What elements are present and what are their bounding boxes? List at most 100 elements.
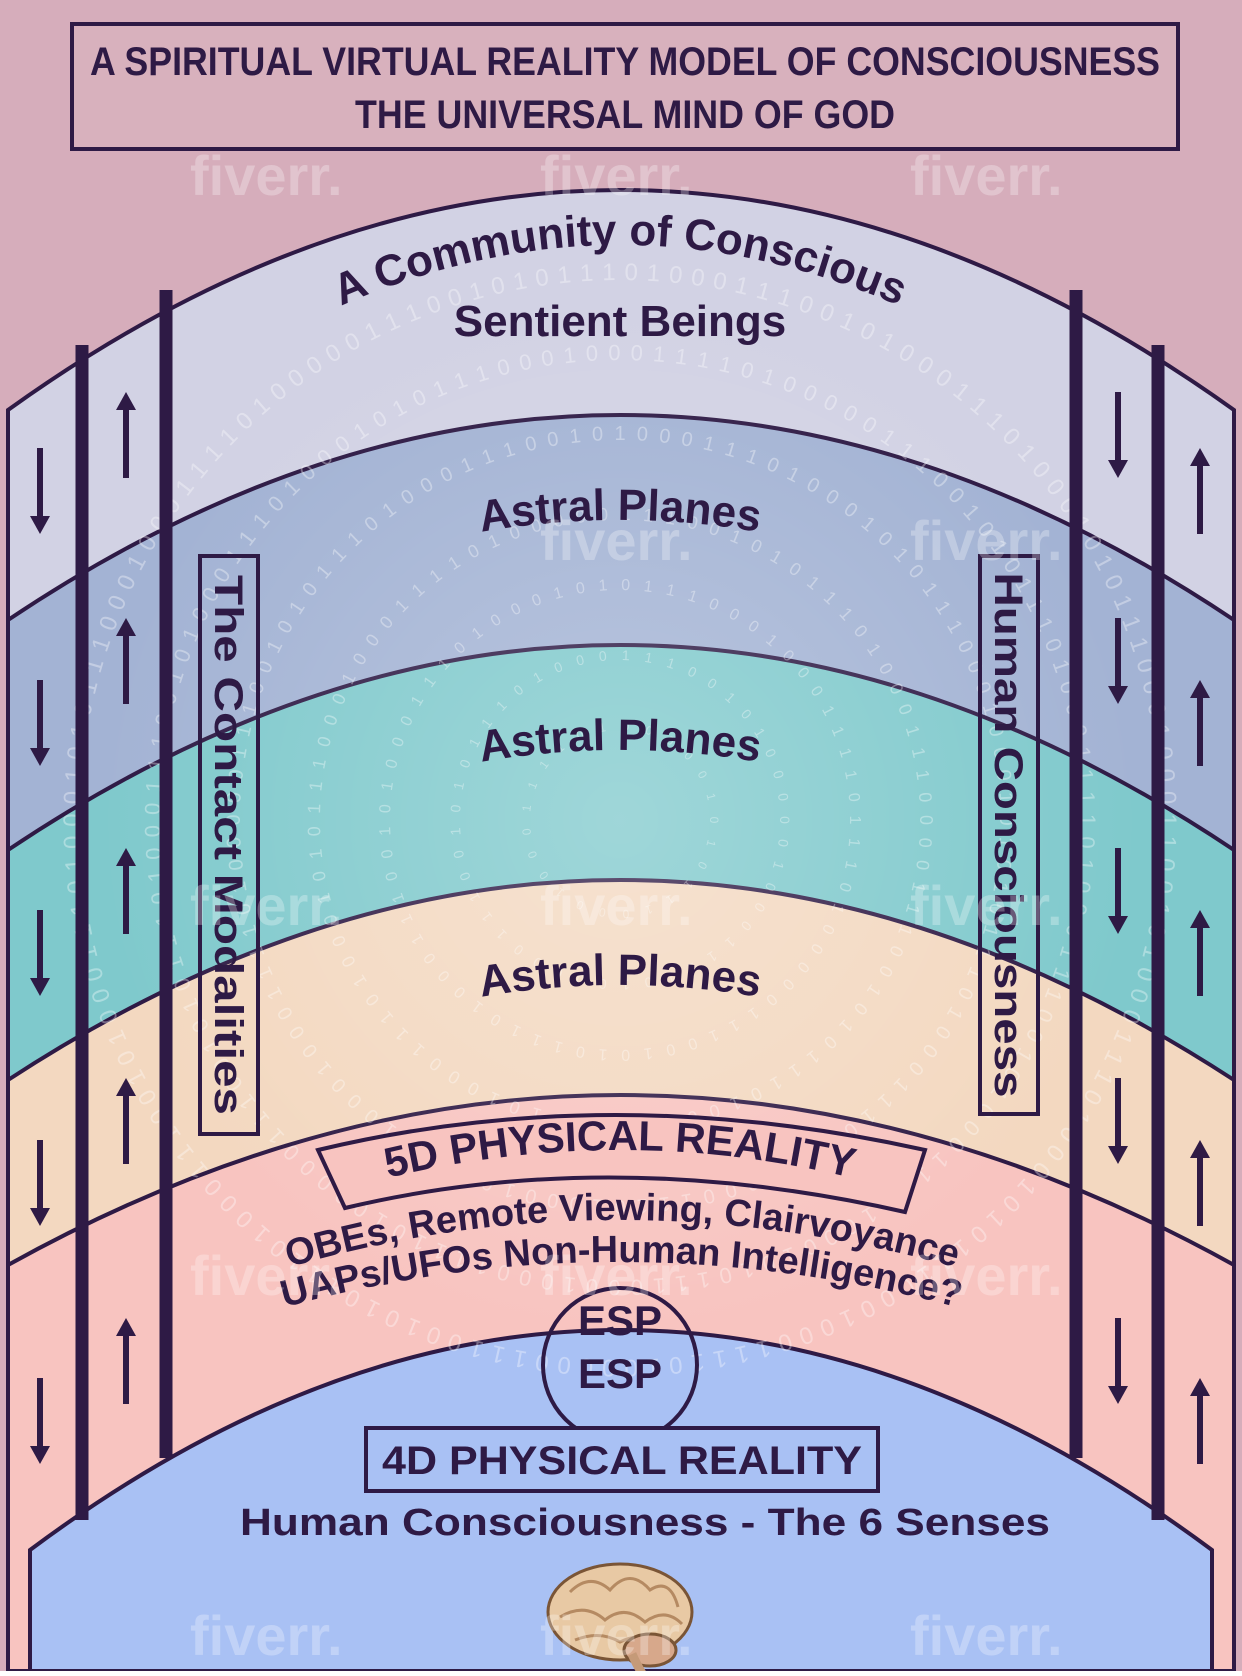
binary-digit: 1 xyxy=(695,347,712,374)
binary-digit: 1 xyxy=(908,746,930,760)
fiverr-watermark: fiverr. xyxy=(910,1604,1063,1667)
binary-digit: 1 xyxy=(652,1273,666,1299)
fiverr-watermark: fiverr. xyxy=(540,1244,693,1307)
binary-digit: 1 xyxy=(313,891,335,906)
esp-bottom-label: ESP xyxy=(578,1350,662,1397)
binary-digit: 1 xyxy=(622,647,631,663)
arrow-down-icon xyxy=(1108,618,1128,704)
binary-digit: 0 xyxy=(308,869,330,883)
binary-digit: 0 xyxy=(517,349,534,376)
binary-digit: 0 xyxy=(377,804,394,814)
binary-digit: 0 xyxy=(680,428,695,452)
binary-digit: 0 xyxy=(494,1259,512,1286)
right-side-label: Human Consciousness xyxy=(986,573,1030,1098)
binary-digit: 0 xyxy=(614,1195,625,1217)
arrow-up-icon xyxy=(116,1078,136,1164)
binary-digit: 0 xyxy=(585,340,599,366)
binary-digit: 0 xyxy=(711,267,729,296)
binary-digit: 1 xyxy=(841,859,859,871)
binary-digit: 1 xyxy=(602,259,616,286)
binary-digit: 0 xyxy=(551,510,565,532)
binary-digit: 1 xyxy=(304,803,324,814)
binary-digit: 1 xyxy=(228,746,252,761)
binary-digit: 0 xyxy=(598,976,608,993)
binary-digit: 0 xyxy=(608,340,621,365)
arrow-up-icon xyxy=(116,392,136,478)
binary-digit: 1 xyxy=(562,342,577,368)
binary-digit: 1 xyxy=(642,505,654,526)
arrow-up-icon xyxy=(116,618,136,704)
binary-digit: 1 xyxy=(664,507,677,528)
binary-digit: 0 xyxy=(223,791,246,803)
binary-digit: 0 xyxy=(223,814,245,825)
binary-digit: 0 xyxy=(602,1354,616,1381)
binary-digit: 1 xyxy=(228,880,252,895)
binary-digit: 0 xyxy=(689,264,706,293)
binary-digit: 0 xyxy=(523,432,539,456)
binary-digit: 0 xyxy=(621,577,630,594)
left-side-label: The Contact Modalities xyxy=(206,575,250,1115)
binary-digit: 1 xyxy=(703,838,718,848)
flow-arrows xyxy=(30,392,1210,1464)
binary-digit: 1 xyxy=(652,341,666,367)
binary-digit: 1 xyxy=(658,1192,672,1215)
binary-digit: 1 xyxy=(674,343,689,369)
binary-digit: 0 xyxy=(225,858,248,872)
binary-digit: 0 xyxy=(844,792,862,803)
arrow-down-icon xyxy=(30,680,50,766)
binary-digit: 0 xyxy=(379,848,397,859)
binary-digit: 1 xyxy=(525,779,541,791)
binary-digit: 1 xyxy=(695,1267,712,1294)
five-d-banner xyxy=(315,1113,928,1215)
binary-digit: 1 xyxy=(614,423,625,445)
binary-digit: 1 xyxy=(562,1272,577,1298)
binary-digit: 1 xyxy=(643,902,654,917)
binary-digit: 1 xyxy=(711,1344,729,1373)
binary-digit: 0 xyxy=(621,1046,630,1063)
binary-digit: 0 xyxy=(225,768,248,782)
binary-digit: 0 xyxy=(624,259,638,286)
binary-digit: 1 xyxy=(552,1037,565,1056)
binary-digit: 0 xyxy=(140,825,165,838)
binary-digit: 0 xyxy=(533,264,550,293)
binary-digit: 0 xyxy=(598,504,609,525)
binary-digit: 1 xyxy=(646,1353,661,1381)
binary-digit: 0 xyxy=(630,340,643,365)
binary-digit: 0 xyxy=(525,849,541,861)
arrow-down-icon xyxy=(1108,392,1128,478)
arrow-up-icon xyxy=(1190,448,1210,534)
binary-digit: 0 xyxy=(523,1184,539,1208)
esp-top-label: ESP xyxy=(578,1297,662,1344)
binary-digit: 1 xyxy=(988,880,1012,895)
binary-digit: 1 xyxy=(846,816,863,825)
binary-digit: 1 xyxy=(598,720,607,735)
binary-digit: 0 xyxy=(519,827,534,836)
fiverr-watermark: fiverr. xyxy=(190,1604,343,1667)
brain-icon xyxy=(546,1562,694,1671)
binary-digit: 1 xyxy=(636,1194,648,1217)
binary-digit: 0 xyxy=(383,757,402,770)
binary-digit: 1 xyxy=(305,848,326,860)
binary-digit: 1 xyxy=(308,757,330,771)
binary-digit: 1 xyxy=(643,578,654,596)
fiverr-watermark: fiverr. xyxy=(910,144,1063,207)
binary-digit: 1 xyxy=(232,723,256,739)
binary-digit: 0 xyxy=(992,768,1015,782)
binary-digit: 0 xyxy=(992,858,1015,872)
binary-digit: 1 xyxy=(674,1270,689,1296)
binary-digit: 0 xyxy=(644,723,655,738)
fiverr-watermark: fiverr. xyxy=(190,1244,343,1307)
community-line-2: Sentient Beings xyxy=(454,297,787,346)
binary-digit: 1 xyxy=(732,272,751,301)
binary-digit: 0 xyxy=(575,1042,587,1060)
arrow-up-icon xyxy=(1190,1140,1210,1226)
binary-digit: 0 xyxy=(630,1274,643,1299)
arrow-down-icon xyxy=(30,1378,50,1464)
binary-digit: 1 xyxy=(994,791,1017,803)
binary-digit: 1 xyxy=(591,1194,603,1217)
binary-digit: 0 xyxy=(984,901,1008,917)
arrow-up-icon xyxy=(116,1318,136,1404)
binary-digit: 0 xyxy=(568,1192,582,1215)
binary-digit: 0 xyxy=(579,1353,594,1381)
binary-digit: 0 xyxy=(574,651,586,668)
